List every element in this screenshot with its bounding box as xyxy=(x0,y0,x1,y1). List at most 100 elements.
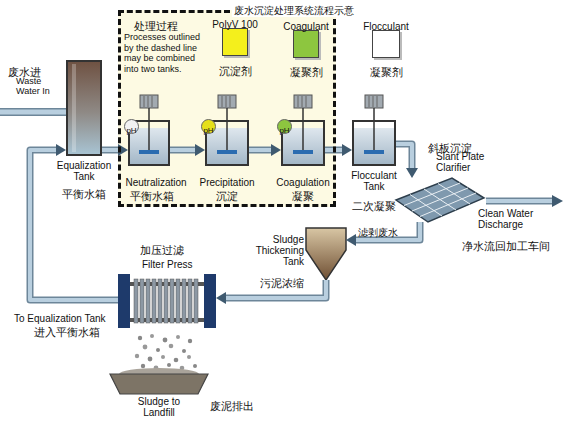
mixer-motor xyxy=(294,95,312,108)
text-holder: 凝聚剂 xyxy=(276,62,336,80)
landfill-tray: Sludge to Landfill废泥排出 xyxy=(110,374,208,394)
sludge-cake xyxy=(150,334,154,338)
sludge-cake xyxy=(143,345,148,350)
chemical-swatch xyxy=(372,30,400,58)
node-text: 加压过滤 xyxy=(140,244,184,257)
text-holder: pH xyxy=(277,119,292,138)
node-text: Coagulation xyxy=(276,177,329,189)
mixer-impeller xyxy=(364,150,384,154)
ph-probe: pH xyxy=(201,119,216,134)
node-text: Neutralization xyxy=(125,177,186,189)
mixer-shaft xyxy=(226,108,228,152)
text-holder: Coagulation xyxy=(271,172,335,190)
press-plate xyxy=(152,279,156,323)
pipe-outline xyxy=(30,150,118,300)
mixer-impeller xyxy=(293,150,313,154)
pipe-outline xyxy=(170,147,198,154)
text-holder: pH xyxy=(201,119,216,138)
chemical-swatch xyxy=(293,30,319,58)
plain-label: 进入平衡水箱 xyxy=(34,326,100,339)
sludge-cake xyxy=(182,349,186,353)
text-holder: 平衡水箱 xyxy=(122,186,182,204)
press-plate xyxy=(140,279,144,323)
node-text: pH xyxy=(126,123,136,138)
clarifier: 斜板沉淀Slant Plate Clarifier xyxy=(396,178,484,222)
sludge-cake xyxy=(174,358,179,363)
press-plate xyxy=(188,279,192,323)
press-plate xyxy=(146,279,150,323)
node-text: Processes outlined by the dashed line ma… xyxy=(124,32,212,74)
motor-fins xyxy=(144,96,152,107)
sludge-cake xyxy=(156,348,160,352)
press-end-plate xyxy=(118,274,130,328)
discharge-arrowhead xyxy=(552,195,563,207)
text-holder: Flocculant xyxy=(354,16,418,34)
sludge-cake xyxy=(167,363,171,367)
node-text: 凝聚剂 xyxy=(290,66,323,79)
mixer-shaft xyxy=(373,108,375,152)
node-text: Flocculant xyxy=(363,21,409,33)
press-plate xyxy=(134,279,138,323)
discharge-pipe xyxy=(486,199,553,203)
node-text: Flocculant Tank xyxy=(344,170,404,192)
press-plate xyxy=(170,279,174,323)
text-holder: Precipitation xyxy=(195,172,259,190)
pipe-outline xyxy=(396,144,412,171)
text-holder: 沉淀 xyxy=(195,186,259,204)
chemical-feed: PolyV 100沉淀剂 xyxy=(208,14,262,80)
sludge-cake xyxy=(169,344,174,349)
process-tank: Neutralization平衡水箱pH xyxy=(128,120,170,166)
mixer-shaft xyxy=(148,108,150,152)
text-holder: Sludge to Landfill xyxy=(132,396,186,420)
text-holder: 凝聚剂 xyxy=(354,62,418,80)
node-text: 废泥排出 xyxy=(210,400,254,413)
plain-label: Clean Water Discharge xyxy=(478,208,550,230)
chemical-swatch xyxy=(222,28,248,56)
mixer-motor xyxy=(218,95,236,108)
process-region: 处理过程Processes outlined by the dashed lin… xyxy=(118,10,336,207)
press-plate xyxy=(176,279,180,323)
sludge-cake xyxy=(161,355,165,359)
node-text: 沉淀剂 xyxy=(219,65,252,78)
clarifier-body xyxy=(396,178,484,222)
node-text: 平衡水箱 xyxy=(62,188,106,201)
text-holder: Processes outlined by the dashed line ma… xyxy=(124,32,212,76)
node-text: pH xyxy=(279,123,289,138)
process-tank: Flocculant Tank二次凝聚 xyxy=(352,120,396,166)
thickening-tank: Sludge Thickening Tank污泥浓缩 xyxy=(306,228,346,280)
text-holder: 处理过程 xyxy=(134,16,224,34)
text-holder: 二次凝聚 xyxy=(344,196,404,214)
pipe-inner xyxy=(396,144,412,171)
arrowhead xyxy=(56,144,66,156)
sludge-cake xyxy=(163,338,168,343)
node-text: 凝聚 xyxy=(292,190,314,203)
node-text: 二次凝聚 xyxy=(352,200,396,213)
text-holder: Sludge Thickening Tank xyxy=(248,234,304,269)
motor-fins xyxy=(369,96,377,107)
node-text: Coagulant xyxy=(283,21,329,33)
text-holder: 废泥排出 xyxy=(210,396,260,414)
text-holder: Flocculant Tank xyxy=(344,170,404,194)
sludge-cake xyxy=(148,357,153,362)
node-text: Slant Plate Clarifier xyxy=(436,151,498,173)
text-holder: 加压过滤 xyxy=(140,240,200,258)
arrowhead xyxy=(342,144,352,156)
arrowhead xyxy=(406,168,418,178)
pipe-connector xyxy=(102,144,128,156)
chemical-feed: Coagulant 凝聚剂 xyxy=(280,16,332,80)
equalization-tank: Equalization Tank平衡水箱 xyxy=(66,60,102,156)
tank-glare xyxy=(72,64,76,152)
plain-label: Waste Water In xyxy=(16,76,56,96)
sludge-cake xyxy=(188,339,192,343)
clarifier-plates xyxy=(404,183,476,217)
text-holder: 沉淀剂 xyxy=(208,61,262,79)
motor-fins xyxy=(222,96,230,107)
text-holder: To Equalization Tank xyxy=(14,308,118,326)
press-plate xyxy=(182,279,186,323)
arrowhead xyxy=(216,292,226,304)
region-fill xyxy=(118,10,336,207)
pipe-connector xyxy=(30,144,118,300)
sludge-cake xyxy=(176,335,180,339)
inlet-pipe xyxy=(0,108,66,116)
